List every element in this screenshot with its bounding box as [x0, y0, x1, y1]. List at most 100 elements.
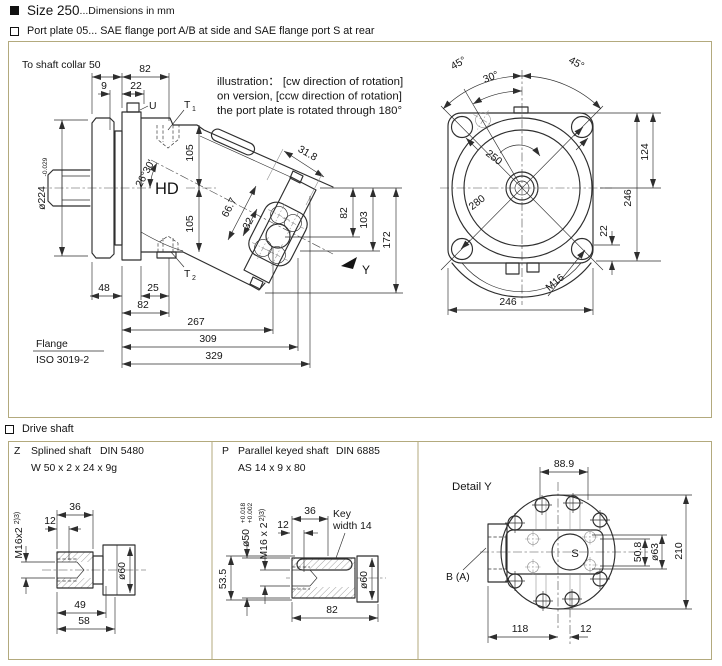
label-y: Y	[362, 263, 370, 277]
port-t2-pocket	[157, 235, 179, 252]
dim-32: 32	[241, 216, 256, 232]
dim-z-58: 58	[78, 616, 90, 627]
dim-124: 124	[640, 143, 651, 161]
shaft-z-dimensions: 36 12 M16x2 2)3) ø60 49 58	[14, 502, 133, 634]
dim-p-dia50-tol-upper: +0.018	[240, 502, 247, 523]
dim-280: 280	[467, 193, 488, 212]
dim-z-thread-sup: 2)3)	[14, 512, 21, 524]
label-t2: T	[184, 269, 191, 280]
label-flange: Flange	[36, 339, 68, 350]
dim-82-bottom: 82	[137, 300, 149, 311]
shaft-p-code: P	[222, 446, 229, 457]
section-drive-shaft: Drive shaft	[5, 423, 74, 435]
open-square-bullet-icon	[5, 424, 14, 434]
detail-y-dimensions: 88.9 B (A) 118 12 50.8 ø63 210	[446, 459, 692, 643]
label-hd: HD	[155, 180, 179, 198]
detail-y-centerlines	[480, 482, 648, 644]
drive-shaft-drawing: Z Splined shaft DIN 5480 W 50 x 2 x 24 x…	[14, 441, 692, 660]
dim-p-12: 12	[277, 520, 289, 531]
flange-disc-outline	[91, 102, 142, 261]
dim-y-dia63: ø63	[650, 543, 661, 561]
dim-y-210: 210	[674, 542, 685, 560]
rear-view: 45° 30° 45° 250 280 124 246	[440, 55, 661, 315]
dim-82-top: 82	[139, 64, 151, 75]
dim-z-dia60: ø60	[117, 562, 128, 580]
dim-329: 329	[205, 351, 223, 362]
rear-view-dimensions: 124 246 22 M16 246	[447, 112, 661, 315]
note-line1: illustration： [cw direction of rotation]	[217, 76, 403, 88]
dim-25: 25	[147, 283, 159, 294]
dim-p-dia50: ø50	[241, 529, 252, 547]
dim-z-12: 12	[44, 516, 56, 527]
dim-y-12: 12	[580, 624, 592, 635]
dim-48: 48	[98, 283, 110, 294]
shaft-p-spec: AS 14 x 9 x 80	[238, 463, 306, 474]
shaft-p-dimensions: ø50 +0.018 +0.002 M16 x 2 2)3) 12 36 Key…	[218, 502, 379, 622]
dim-z-36: 36	[69, 502, 81, 513]
shaft-z-outline	[56, 544, 136, 596]
dim-309: 309	[199, 334, 217, 345]
dim-9: 9	[101, 81, 107, 92]
page-title: Size 250...Dimensions in mm	[10, 3, 175, 18]
dim-246-right: 246	[623, 189, 634, 207]
detail-y-panel: Detail Y S	[446, 459, 692, 644]
cw-rotation-arrow-icon	[499, 144, 541, 157]
label-key-2: width 14	[332, 521, 372, 532]
panel-dividers	[211, 441, 419, 660]
shaft-p-outline	[290, 555, 379, 603]
page-title-suffix: ...Dimensions in mm	[79, 4, 175, 17]
dim-angle-26-30: 26°30'	[134, 158, 157, 189]
angle-dimensions: 45° 30° 45°	[442, 55, 602, 189]
shaft-p-standard: DIN 6885	[336, 446, 380, 457]
shaft-z-name: Splined shaft	[31, 446, 91, 457]
dim-30: 30°	[482, 70, 501, 86]
dim-105-lower: 105	[185, 215, 196, 233]
label-u: U	[149, 101, 157, 112]
dim-246-bottom: 246	[499, 297, 517, 308]
note-line3: the port plate is rotated through 180°	[217, 105, 402, 117]
dim-y-118: 118	[512, 624, 529, 635]
shaft-z-standard: DIN 5480	[100, 446, 144, 457]
dim-z-49: 49	[74, 600, 86, 611]
main-drawing: To shaft collar 50 82 9 22 U T 1 T 2	[22, 55, 661, 368]
drive-shaft-panel	[8, 441, 712, 660]
section-port-plate: Port plate 05... SAE flange port A/B at …	[10, 25, 375, 37]
dim-105-upper: 105	[185, 144, 196, 162]
dim-y-50-8: 50.8	[633, 542, 644, 562]
shaft-z-spec: W 50 x 2 x 24 x 9g	[31, 463, 117, 474]
dim-to-shaft-collar: To shaft collar 50	[22, 60, 101, 71]
page-title-text: Size 250	[27, 3, 80, 18]
dim-p-dia50-tol-lower: +0.002	[247, 502, 254, 523]
pump-body-outline	[140, 117, 334, 291]
note-line2: on version, [ccw direction of rotation]	[217, 91, 402, 103]
dim-p-thread-sup: 2)3)	[259, 509, 266, 521]
label-t2-sub: 2	[192, 275, 196, 282]
aux-port-mark	[473, 110, 493, 130]
dim-66-7: 66.7	[220, 196, 239, 219]
label-key-1: Key	[333, 509, 352, 520]
dim-dia224-tol: -0.029	[42, 157, 49, 176]
dim-dia224: ø224	[37, 186, 48, 210]
port-t1-pocket	[156, 125, 180, 149]
dim-45-left: 45°	[449, 55, 468, 72]
label-t1: T	[184, 100, 191, 111]
dim-y-88-9: 88.9	[554, 459, 574, 470]
detail-y-bolt-holes	[505, 493, 610, 611]
dim-267: 267	[187, 317, 205, 328]
label-s-port: S	[571, 548, 579, 560]
dim-p-82: 82	[326, 605, 338, 616]
detail-y-title: Detail Y	[452, 481, 492, 493]
label-b-a: B (A)	[446, 572, 470, 583]
y-direction-arrow-icon	[341, 257, 357, 269]
port-plate-outline	[248, 201, 308, 267]
section-port-plate-text: Port plate 05... SAE flange port A/B at …	[27, 25, 375, 37]
detail-y-outline: S	[487, 494, 616, 610]
dim-103: 103	[359, 211, 370, 229]
dim-82-right: 82	[339, 207, 350, 219]
shaft-p-name: Parallel keyed shaft	[238, 446, 329, 457]
dim-z-thread: M16x2	[14, 527, 25, 558]
shaft-z-code: Z	[14, 446, 21, 457]
side-view: To shaft collar 50 82 9 22 U T 1 T 2	[22, 60, 403, 368]
filled-square-bullet-icon	[10, 6, 19, 15]
